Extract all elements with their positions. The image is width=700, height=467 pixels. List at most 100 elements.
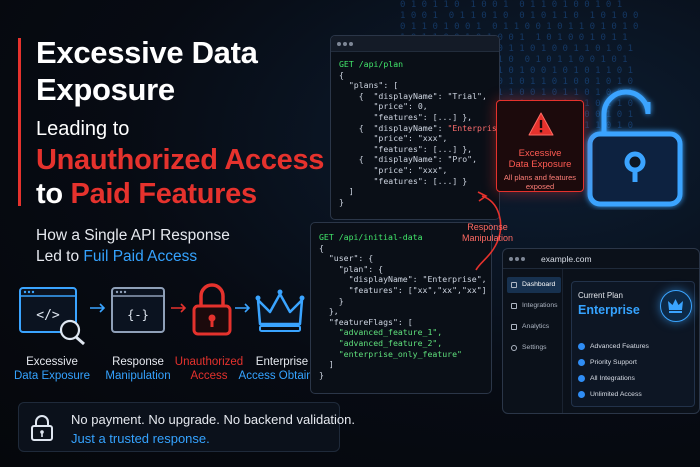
arrow-right-icon [90,303,106,313]
nav-integrations[interactable]: Integrations [507,298,561,314]
api-plan-window: GET /api/plan { "plans": [ { "displayNam… [330,35,500,220]
flow-step-sublabel: Access [190,370,228,382]
code-window-magnifier-icon: </> [19,287,85,346]
api-initial-data-window: GET /api/initial-data { "user": { "plan"… [310,222,492,394]
accent-bar [18,38,21,206]
alert-detail: All plans and features exposed [497,173,583,191]
annotation-line-1: Response [467,222,508,232]
flow-step-sublabel: Data Exposure [13,370,91,382]
api-initial-data-code: GET /api/initial-data { "user": { "plan"… [311,223,491,380]
feature-label: All Integrations [590,375,635,382]
subtitle-line-2-highlight: Fuil Paid Access [83,248,198,265]
feature-item: Unlimited Access [578,390,642,399]
api-window-icon: {-} [111,287,165,333]
check-icon [578,343,585,350]
code-line: { "displayName": [339,122,448,133]
flow-step-label: Response [112,356,164,368]
app-sidebar: Dashboard Integrations Analytics Setting… [503,269,563,413]
flow-step-response-manipulation: Response Manipulation [96,355,180,383]
crown-icon [255,289,305,332]
url-text: example.com [541,254,592,264]
nav-analytics[interactable]: Analytics [507,319,561,335]
app-window: example.com Dashboard Integrations Analy… [502,248,700,414]
unlocked-padlock-icon [587,89,683,207]
arrow-right-icon [171,303,187,313]
headline-line-4: Unauthorized Access [36,144,325,176]
code-line: "price": "xxx", [339,133,448,144]
crown-icon [668,299,683,313]
svg-text:{-}: {-} [127,308,149,322]
request-line: GET /api/plan [339,59,404,69]
headline-main: Excessive Data Exposure [36,34,258,108]
headline-line-2: Exposure [36,72,175,107]
feature-item: Priority Support [578,358,637,367]
feature-item: All Integrations [578,374,635,383]
subtitle-line-2-prefix: Led to [36,248,84,265]
analytics-icon [511,324,517,330]
code-line: "features": [...] } [339,175,468,186]
alert-title-line-2: Data Exposure [508,159,572,170]
subtitle: How a Single API Response Led to Fuil Pa… [36,225,230,267]
nav-label: Settings [522,344,547,351]
feature-label: Advanced Features [590,343,649,350]
check-icon [578,359,585,366]
code-line: "advanced_feature_1", [319,327,443,338]
red-padlock-icon [192,283,232,336]
padlock-icon [31,415,53,441]
nav-label: Dashboard [522,281,556,288]
alert-detail-line-1: All plans and features [503,173,577,182]
headline-line-3: Leading to [36,118,130,140]
code-line: ] [319,359,334,370]
code-line: "enterprise_only_feature" [319,348,462,359]
response-manipulation-label: Response Manipulation [462,222,513,244]
flow-step-label: Excessive [26,356,78,368]
subtitle-line-1: How a Single API Response [36,227,230,244]
code-line: } [339,196,344,207]
plan-label: Current Plan [578,291,623,300]
flow-step-sublabel: Access Obtained [238,370,326,382]
feature-label: Priority Support [590,359,637,366]
headline-line-5: to Paid Features [36,178,257,211]
headline-line-1: Excessive Data [36,35,258,70]
code-line: "features": ["xx","xx","xx"] [319,284,487,295]
code-line: { [339,69,344,80]
alert-title-line-1: Excessive [518,148,562,159]
code-line: "displayName": "Enterprise", [319,274,487,285]
feature-label: Unlimited Access [590,391,642,398]
request-line: GET /api/initial-data [319,232,423,242]
code-line: ] [339,186,354,197]
annotation-line-2: Manipulation [462,233,514,243]
footer-line-1: No payment. No upgrade. No backend valid… [71,412,356,427]
plan-value: Enterprise [578,303,640,317]
code-line: "plans": [ [339,80,399,91]
excessive-data-alert: Excessive Data Exposure All plans and fe… [496,100,584,192]
nav-settings[interactable]: Settings [507,340,561,356]
gear-icon [511,345,517,351]
current-plan-card: Current Plan Enterprise Advanced Feature… [571,281,695,407]
code-line: } [319,369,324,380]
flow-step-sublabel: Manipulation [105,370,171,382]
dashboard-icon [511,282,517,288]
nav-dashboard[interactable]: Dashboard [507,277,561,293]
footer-line-2: Just a trusted response. [71,431,210,446]
arrow-right-icon [235,303,251,313]
api-plan-code: GET /api/plan { "plans": [ { "displayNam… [331,52,499,207]
code-line: "advanced_feature_2", [319,337,443,348]
code-line: "price": 0, [339,101,428,112]
code-line: "user": { [319,253,374,264]
headline-line-5-highlight: Paid Features [70,178,258,210]
crown-badge [660,290,692,322]
footer-note: No payment. No upgrade. No backend valid… [18,402,355,452]
code-line: }, [319,306,339,317]
svg-text:</>: </> [36,308,60,323]
window-titlebar [331,36,499,52]
integrations-icon [511,303,517,309]
code-line: "price": "xxx", [339,164,448,175]
code-line: { "displayName": "Pro", [339,154,478,165]
app-header: example.com [503,249,699,269]
alert-title: Excessive Data Exposure [497,148,583,170]
code-line: "features": [...] }, [339,143,473,154]
alert-detail-line-2: exposed [525,182,555,191]
flow-step-enterprise-access: Enterprise Access Obtained [236,355,328,383]
